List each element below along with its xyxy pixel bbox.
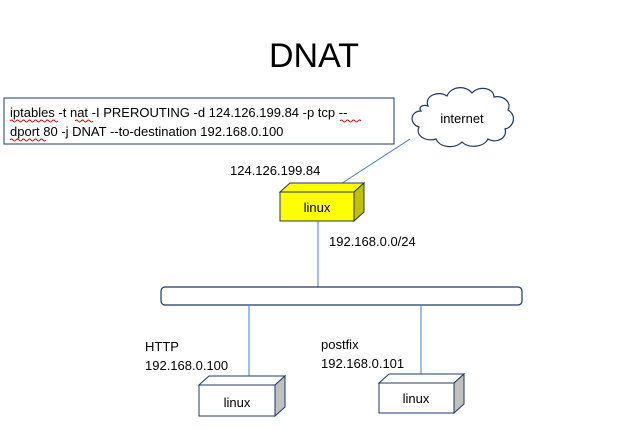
gateway-linux-box: linux [278, 181, 366, 223]
command-line-2: dport 80 -j DNAT --to-destination 192.16… [10, 124, 283, 139]
command-callout-box [3, 97, 395, 145]
cloud-shape [411, 87, 514, 148]
http-service-label: HTTP [145, 339, 179, 354]
spellcheck-squiggle [74, 119, 94, 123]
command-callout: iptables -t nat -I PREROUTING -d 124.126… [3, 97, 395, 145]
spellcheck-squiggle [9, 119, 59, 123]
http-host-box-front [198, 384, 276, 417]
gateway-box-top [278, 182, 366, 193]
spellcheck-squiggle [9, 138, 47, 142]
postfix-host-ip: 192.168.0.101 [321, 356, 404, 371]
gateway-public-ip: 124.126.199.84 [230, 163, 320, 178]
spellcheck-squiggle [339, 119, 362, 123]
http-host-linux-box: linux [197, 374, 287, 418]
postfix-host-box-front [378, 382, 455, 414]
command-line-1: iptables -t nat -I PREROUTING -d 124.126… [10, 105, 347, 120]
postfix-host-label: linux [403, 391, 430, 406]
http-host-box-top [197, 375, 287, 386]
cloud-label: internet [440, 111, 484, 126]
subnet-label: 192.168.0.0/24 [329, 234, 416, 249]
internet-to-gateway-arrow [329, 138, 411, 192]
http-host-ip: 192.168.0.100 [145, 358, 228, 373]
network-switch-bar [160, 286, 523, 306]
gateway-label: linux [304, 200, 331, 215]
postfix-host-box-top [377, 373, 466, 384]
diagram-title: DNAT [269, 37, 359, 75]
http-host-label: linux [224, 395, 251, 410]
postfix-host-linux-box: linux [377, 372, 466, 415]
internet-cloud: internet [411, 87, 514, 148]
gateway-box-front [279, 191, 355, 222]
postfix-service-label: postfix [321, 337, 359, 352]
